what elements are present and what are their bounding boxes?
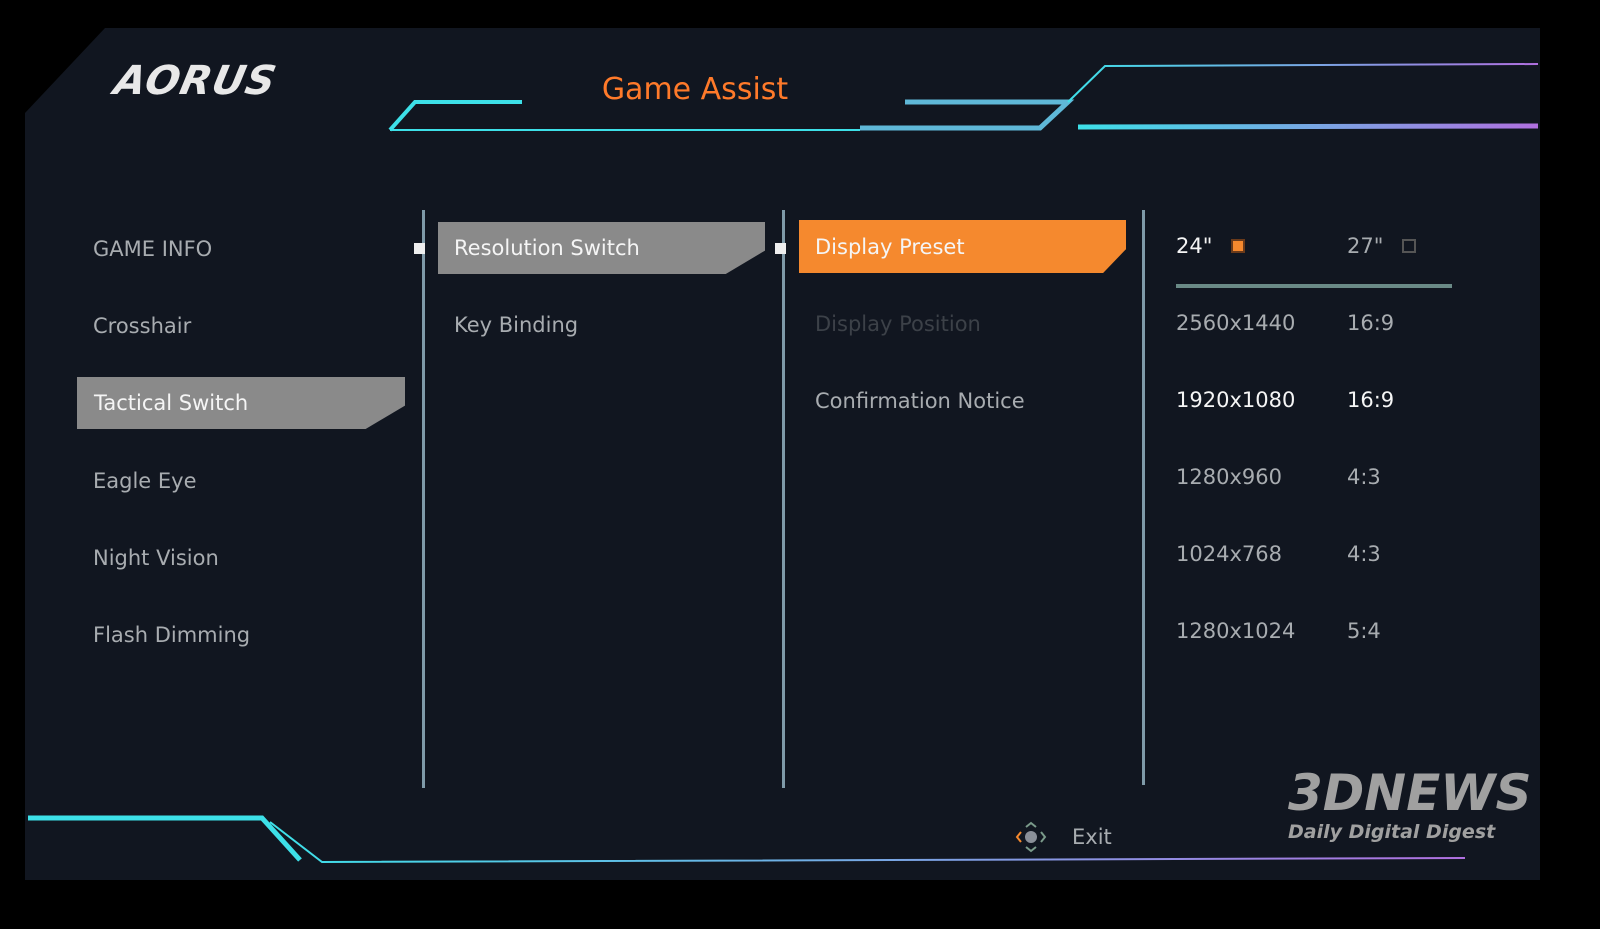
res-1920x1080[interactable]: 1920x1080 [1176, 388, 1296, 412]
menu-flash-dimming[interactable]: Flash Dimming [93, 623, 251, 647]
selection-marker [414, 243, 425, 254]
divider [1142, 210, 1145, 785]
watermark: 3DNEWS Daily Digital Digest [1288, 764, 1532, 843]
menu-confirmation-notice[interactable]: Confirmation Notice [815, 389, 1025, 413]
menu-tactical-switch[interactable]: Tactical Switch [94, 391, 249, 415]
menu-display-position: Display Position [815, 312, 981, 336]
display-preset-highlight[interactable] [799, 220, 1126, 273]
res-2560x1440[interactable]: 2560x1440 [1176, 311, 1296, 335]
menu-tactical-switch-highlight[interactable] [77, 377, 405, 429]
menu-game-info[interactable]: GAME INFO [93, 237, 213, 261]
size-24[interactable]: 24" [1176, 234, 1213, 258]
resolution-switch-highlight[interactable] [438, 222, 765, 274]
ratio: 4:3 [1347, 465, 1381, 489]
menu-night-vision[interactable]: Night Vision [93, 546, 219, 570]
aorus-logo: AORUS [110, 58, 281, 104]
res-1024x768[interactable]: 1024x768 [1176, 542, 1282, 566]
divider [782, 210, 785, 788]
menu-crosshair[interactable]: Crosshair [93, 314, 192, 338]
selection-marker [775, 243, 786, 254]
checkbox-24-checked[interactable] [1231, 239, 1245, 253]
separator [1176, 284, 1452, 288]
menu-key-binding[interactable]: Key Binding [454, 313, 579, 337]
res-1280x1024[interactable]: 1280x1024 [1176, 619, 1296, 643]
ratio: 5:4 [1347, 619, 1381, 643]
checkbox-27[interactable] [1402, 239, 1416, 253]
menu-eagle-eye[interactable]: Eagle Eye [93, 469, 197, 493]
ratio: 16:9 [1347, 311, 1395, 335]
menu-display-preset[interactable]: Display Preset [815, 235, 965, 259]
exit-button[interactable]: Exit [1072, 825, 1112, 849]
ratio: 4:3 [1347, 542, 1381, 566]
joystick-icon [1015, 821, 1047, 853]
divider [422, 210, 425, 788]
size-27[interactable]: 27" [1347, 234, 1384, 258]
page-title: Game Assist [601, 72, 789, 107]
res-1280x960[interactable]: 1280x960 [1176, 465, 1282, 489]
ratio: 16:9 [1347, 388, 1395, 412]
menu-resolution-switch[interactable]: Resolution Switch [454, 236, 640, 260]
